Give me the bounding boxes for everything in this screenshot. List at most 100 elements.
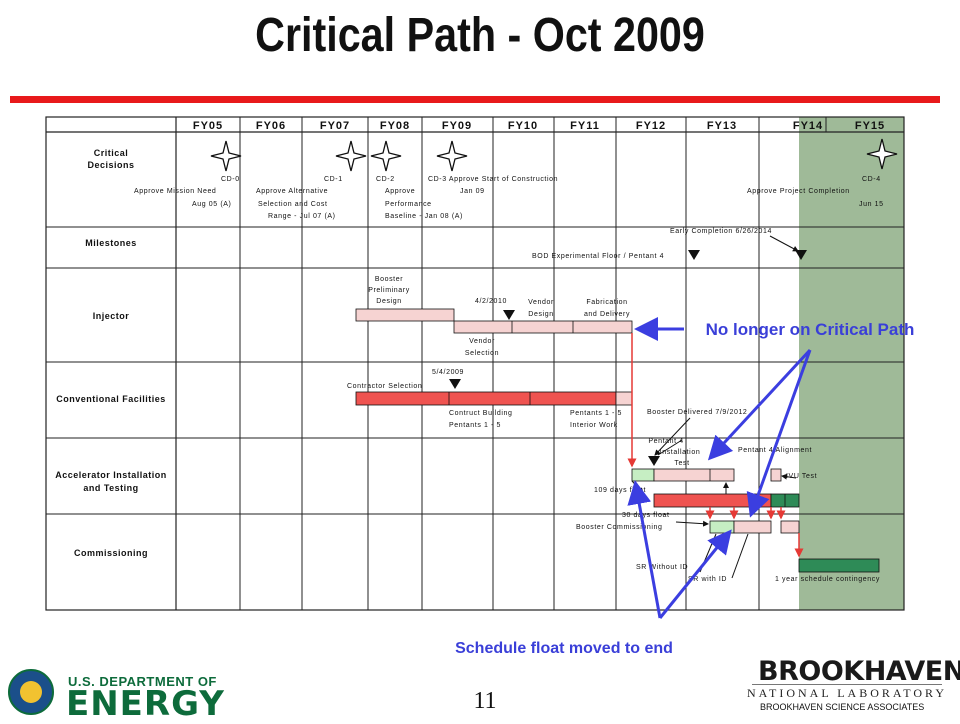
row-label-critical-decisions: Critical bbox=[94, 148, 129, 158]
float-109-label: 109 days float bbox=[594, 487, 646, 494]
vendor-bar bbox=[453, 320, 633, 334]
year-label: FY15 bbox=[855, 120, 885, 132]
pentants-interior-label: Pentants 1 - 5 bbox=[570, 410, 622, 417]
chart-frame bbox=[45, 116, 905, 611]
doe-energy-text: ENERGY bbox=[66, 684, 225, 724]
star-icon bbox=[210, 140, 242, 172]
cd2-text: Approve bbox=[385, 188, 415, 195]
milestone-triangle-icon bbox=[648, 456, 660, 466]
doe-department-text: U.S. DEPARTMENT OF bbox=[68, 674, 217, 689]
sr-without-id-bar bbox=[709, 520, 735, 534]
pentants-interior-label: Interior Work bbox=[570, 422, 618, 429]
milestone-triangle-icon bbox=[449, 379, 461, 389]
pentant4-test-label: Pentant 4 bbox=[648, 438, 683, 445]
star-icon bbox=[335, 140, 367, 172]
pentant4-test-bar bbox=[631, 468, 655, 482]
doe-seal-logo bbox=[8, 669, 54, 715]
row-label-milestones: Milestones bbox=[85, 238, 137, 248]
conventional-bar bbox=[355, 391, 617, 406]
cd0-date: Aug 05 (A) bbox=[192, 201, 231, 208]
construct-building-label: Contruct Building bbox=[449, 410, 513, 417]
pentant4-test-label: Test bbox=[674, 460, 689, 467]
cd2-date: Baseline - Jan 08 (A) bbox=[385, 213, 463, 220]
year-label: FY05 bbox=[193, 120, 223, 132]
year-label: FY10 bbox=[508, 120, 538, 132]
ivu-test-bar bbox=[770, 468, 782, 482]
row-label-accelerator: Accelerator Installation bbox=[55, 470, 167, 480]
contingency-column bbox=[799, 117, 904, 610]
sr-with-id-label: SR with ID bbox=[688, 576, 727, 583]
row-label-commissioning: Commissioning bbox=[74, 548, 148, 558]
cd2-text: Performance bbox=[385, 201, 432, 208]
page-number: 11 bbox=[473, 688, 497, 714]
construct-building-label: Pentants 1 - 5 bbox=[449, 422, 501, 429]
bnl-divider bbox=[752, 684, 942, 685]
year-label: FY09 bbox=[442, 120, 472, 132]
vendor-design-label: Vendor bbox=[528, 299, 554, 306]
callout-no-longer-critical: No longer on Critical Path bbox=[706, 320, 915, 339]
booster-prelim-label: Preliminary bbox=[368, 287, 410, 294]
cd0-text: Approve Mission Need bbox=[134, 188, 216, 195]
milestone-triangle-icon bbox=[688, 250, 700, 260]
bsa-text: BROOKHAVEN SCIENCE ASSOCIATES bbox=[760, 702, 925, 712]
year-label: FY14 bbox=[793, 120, 823, 132]
ivu-test-label: IVU Test bbox=[786, 473, 817, 480]
critical-connectors bbox=[627, 333, 804, 558]
vendor-design-label: Design bbox=[528, 311, 553, 318]
year-label: FY08 bbox=[380, 120, 410, 132]
callout-arrows bbox=[627, 317, 812, 619]
fabrication-label: Fabrication bbox=[586, 299, 627, 306]
year-dividers bbox=[239, 117, 827, 610]
contingency-label: 1 year schedule contingency bbox=[775, 576, 880, 583]
row-label-conventional-facilities: Conventional Facilities bbox=[56, 394, 166, 404]
milestone-triangle-icon bbox=[503, 310, 515, 320]
star-icon bbox=[866, 138, 898, 170]
booster-prelim-bar bbox=[355, 308, 455, 322]
fabrication-label: and Delivery bbox=[584, 311, 630, 318]
pentant4-bar bbox=[653, 468, 735, 482]
conventional-date: 5/4/2009 bbox=[432, 369, 464, 376]
cd4-label: CD-4 bbox=[862, 176, 881, 183]
early-completion-label: Early Completion 6/26/2014 bbox=[670, 228, 772, 235]
cd3-label: CD-3 Approve Start of Construction bbox=[428, 176, 558, 183]
booster-prelim-label: Booster bbox=[375, 276, 403, 283]
cd-stars bbox=[210, 138, 898, 172]
booster-comm-bar bbox=[780, 520, 800, 534]
float-30-label: 30 days float bbox=[622, 512, 670, 519]
cd4-text: Approve Project Completion bbox=[747, 188, 850, 195]
bnl-lab-text: NATIONAL LABORATORY bbox=[747, 686, 948, 700]
star-icon bbox=[436, 140, 468, 172]
cd1-text: Selection and Cost bbox=[258, 201, 328, 208]
row-label-injector: Injector bbox=[93, 311, 130, 321]
year-label: FY13 bbox=[707, 120, 737, 132]
cd3-date: Jan 09 bbox=[460, 188, 485, 195]
page-title: Critical Path - Oct 2009 bbox=[255, 9, 705, 62]
pentant4-test-label: Installation bbox=[660, 449, 701, 456]
cd2-label: CD-2 bbox=[376, 176, 395, 183]
bnl-logo-text: BROOKHAVEN bbox=[758, 656, 960, 687]
star-icon bbox=[370, 140, 402, 172]
contractor-selection-label: Contractor Selection bbox=[347, 383, 422, 390]
vendor-selection-label: Vendor bbox=[469, 338, 495, 345]
booster-commissioning-label: Booster Commissioning bbox=[576, 524, 663, 531]
injector-date: 4/2/2010 bbox=[475, 298, 507, 305]
callout-float-moved: Schedule float moved to end bbox=[455, 640, 673, 657]
cd0-label: CD-0 bbox=[221, 176, 240, 183]
title-divider bbox=[10, 96, 940, 103]
cd1-text: Approve Alternative bbox=[256, 188, 328, 195]
bod-label: BOD Experimental Floor / Pentant 4 bbox=[532, 253, 664, 260]
cd1-date: Range - Jul 07 (A) bbox=[268, 213, 336, 220]
booster-prelim-label: Design bbox=[376, 298, 401, 305]
conventional-tail-bar bbox=[615, 391, 633, 406]
contingency-bar bbox=[798, 558, 880, 573]
vendor-selection-label: Selection bbox=[465, 350, 499, 357]
year-label: FY12 bbox=[636, 120, 666, 132]
cd4-date: Jun 15 bbox=[859, 201, 884, 208]
booster-delivered-label: Booster Delivered 7/9/2012 bbox=[647, 409, 747, 416]
cd1-label: CD-1 bbox=[324, 176, 343, 183]
row-label-accelerator: and Testing bbox=[83, 483, 138, 493]
milestone-triangle-icon bbox=[795, 250, 807, 260]
year-label: FY11 bbox=[570, 120, 600, 132]
year-label: FY07 bbox=[320, 120, 350, 132]
